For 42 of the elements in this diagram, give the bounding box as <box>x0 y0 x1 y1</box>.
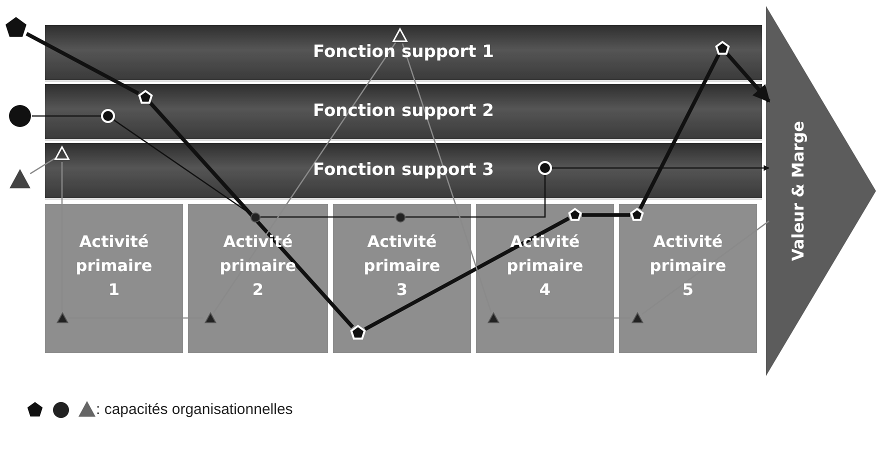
connector-line <box>364 216 570 331</box>
circle-marker <box>7 103 33 129</box>
triangle-marker <box>53 145 71 163</box>
activity-box <box>333 204 471 353</box>
support-band <box>45 143 762 200</box>
pentagon-marker <box>629 207 645 223</box>
pentagon-marker <box>349 324 367 342</box>
triangle-marker <box>391 27 409 45</box>
pentagon-marker <box>714 40 730 56</box>
connector-line <box>260 216 394 218</box>
activity-label: Activité primaire 5 <box>648 231 728 301</box>
circle-marker <box>537 160 553 176</box>
activity-box <box>45 204 183 353</box>
triangle-marker <box>486 310 500 326</box>
circle-marker <box>100 108 116 124</box>
activity-label: Activité primaire 1 <box>74 231 154 301</box>
chevron-label: Valeur & Marge <box>788 121 808 261</box>
connector-line <box>30 158 56 174</box>
arrow <box>552 165 770 171</box>
support-band <box>45 25 762 82</box>
connector-line <box>582 213 630 217</box>
activity-box <box>188 204 328 353</box>
band-label: Fonction support 2 <box>312 100 495 123</box>
connector-line <box>406 175 546 218</box>
connector-line <box>32 115 101 117</box>
activity-label: Activité primaire 3 <box>362 231 442 301</box>
band-label: Fonction support 3 <box>312 159 495 182</box>
triangle-marker <box>630 310 644 326</box>
activity-box <box>619 204 757 353</box>
circle-marker <box>394 210 406 224</box>
legend-label: : capacités organisationnelles <box>96 400 293 418</box>
band-label: Fonction support 1 <box>312 41 495 64</box>
arrow <box>726 52 770 102</box>
triangle-marker <box>54 310 70 326</box>
triangle-marker <box>202 310 218 326</box>
pentagon-marker <box>567 207 583 223</box>
pentagon-marker <box>136 88 154 106</box>
circle-marker <box>248 210 262 224</box>
connector-line <box>638 54 720 210</box>
support-band <box>45 84 762 141</box>
connector-line <box>148 101 354 328</box>
activity-box <box>476 204 614 353</box>
